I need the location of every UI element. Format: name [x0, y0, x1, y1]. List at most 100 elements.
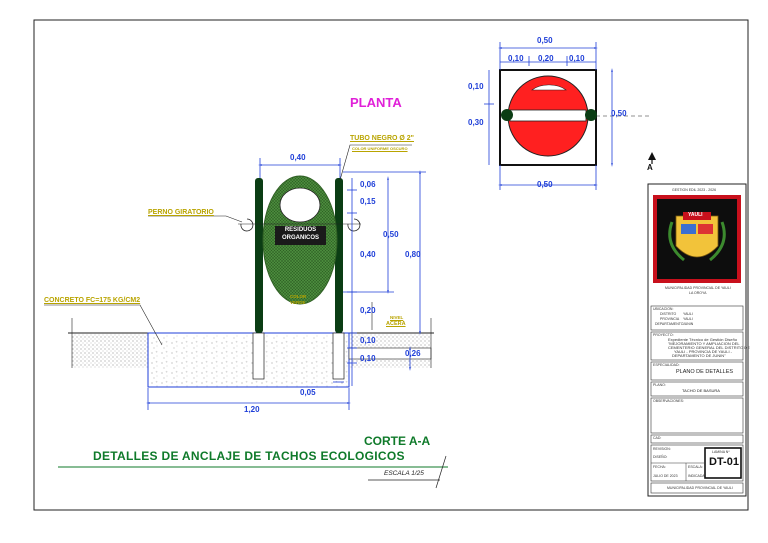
- title-block: [647, 183, 747, 497]
- plan-dim-top-seg-2: 0,20: [538, 54, 554, 63]
- especialidad-box: [650, 361, 744, 381]
- tb-cad-header: CAD:: [653, 436, 662, 440]
- leader-perno: [148, 215, 243, 223]
- tb-project-line-3: CEMENTERIO GENERAL DEL DISTRITO DE: [668, 345, 750, 350]
- left-pivot-arrow: [240, 218, 254, 232]
- left-post: [255, 178, 263, 333]
- leader-tubo: [339, 144, 412, 181]
- plano-box: [650, 381, 744, 397]
- tb-diseno-label: DISEÑO:: [653, 455, 668, 459]
- crest-wreath-left: [668, 221, 685, 262]
- tb-top-line: GESTION EDIL 2023 - 2026: [672, 188, 717, 192]
- concrete-footing: [147, 332, 350, 388]
- right-post: [335, 178, 343, 333]
- crest-shield: [675, 215, 719, 258]
- dim-bottom-total: 1,20: [244, 405, 260, 414]
- plan-view: [484, 42, 656, 190]
- tb-plano-title: PLANO DE DETALLES: [676, 369, 734, 375]
- plan-lid-arc: [531, 84, 567, 91]
- right-post-sleeve: [332, 332, 345, 380]
- tb-plano-name: TACHO DE BASURA: [682, 388, 720, 393]
- dim-stack-3: 0,40: [360, 250, 376, 259]
- plan-dim-bottom-total: 0,50: [537, 180, 553, 189]
- tb-project-line-5: DEPARTAMENTO DE JUNIN": [672, 353, 726, 358]
- tb-location-v-1: YAULI: [683, 312, 693, 316]
- color-label-1: COLOR: [290, 294, 307, 299]
- tb-fecha-label: FECHA:: [653, 465, 666, 469]
- dim-big-b: 0,80: [405, 250, 421, 259]
- location-box: [650, 305, 744, 331]
- leader-concreto: [44, 304, 163, 346]
- scale-slash: [435, 455, 447, 489]
- residuos-label-1: RESIDUOS: [284, 227, 317, 233]
- residuos-label-2: ORGANICOS: [281, 235, 319, 241]
- bin-opening: [279, 187, 321, 223]
- tb-location-k-2: PROVINCIA: [660, 317, 680, 321]
- dim-big-a: 0,50: [383, 230, 399, 239]
- nivel-label-2: ACERA: [386, 321, 406, 327]
- tb-project-line-1: Expediente Técnico de Gestión Diseño: [668, 337, 738, 342]
- cad-box: [650, 434, 744, 444]
- tb-under-logo-2: LA OROYA: [689, 291, 707, 295]
- planta-title: PLANTA: [350, 95, 402, 110]
- plan-dim-top-total: 0,50: [537, 36, 553, 45]
- tb-project-line-4: YAULI - PROVINCIA DE YAULI -: [674, 349, 733, 354]
- plan-right-post: [585, 109, 597, 121]
- tb-location-v-2: YAULI: [683, 317, 693, 321]
- tb-fecha-value: JULIO DE 2023: [653, 474, 678, 478]
- plan-center-bar: [509, 109, 587, 122]
- plan-dim-left-seg-2: 0,30: [468, 118, 484, 127]
- plan-dim-right-total: 0,50: [611, 109, 627, 118]
- tb-location-k-3: DEPARTAMENTO: [655, 322, 684, 326]
- section-arrow: [648, 152, 656, 160]
- sheet-border: [33, 19, 749, 511]
- plan-dim-top-seg-1: 0,10: [508, 54, 524, 63]
- dim-bottom-small: 0,05: [300, 388, 316, 397]
- tb-escala-value: INDICADA: [688, 474, 705, 478]
- project-box: [650, 331, 744, 361]
- perno-label: PERNO GIRATORIO: [148, 209, 214, 216]
- plan-left-post: [501, 109, 513, 121]
- corte-title: CORTE A-A: [364, 434, 431, 448]
- tubo-negro-sublabel: COLOR UNIFORME OSCURO: [352, 146, 408, 151]
- sheet-code-box: [704, 447, 742, 479]
- right-pivot-arrow: [347, 218, 361, 232]
- main-title: DETALLES DE ANCLAJE DE TACHOS ECOLOGICOS: [93, 449, 405, 463]
- tb-project-line-2: "MEJORAMIENTO Y AMPLIACION DEL: [668, 341, 740, 346]
- crest-field-1: [681, 224, 696, 234]
- tb-location-v-3: JUNIN: [683, 322, 694, 326]
- crest-wreath-right: [709, 221, 726, 262]
- tubo-negro-label: TUBO NEGRO Ø 2": [350, 135, 414, 142]
- tb-lamina-label: LAMINA Nº: [712, 450, 730, 454]
- dim-stack-6: 0,10: [360, 354, 376, 363]
- dim-stack-2: 0,15: [360, 197, 376, 206]
- tb-escala-label: ESCALA:: [688, 465, 703, 469]
- plan-dim-left-seg-1: 0,10: [468, 82, 484, 91]
- tb-especialidad-header: ESPECIALIDAD:: [653, 363, 680, 367]
- tb-location-header: UBICACION:: [653, 307, 674, 311]
- soil-left: [72, 334, 148, 368]
- tb-location-k-1: DISTRITO: [660, 312, 677, 316]
- concreto-label: CONCRETO FC=175 KG/CM2: [44, 297, 141, 304]
- bin-label-plate: [275, 226, 326, 245]
- tb-under-logo-1: MUNICIPALIDAD PROVINCIAL DE YAULI: [665, 286, 731, 290]
- tb-emblem-text: YAULI: [688, 212, 703, 218]
- observaciones-box: [650, 397, 744, 434]
- dim-stack-1: 0,06: [360, 180, 376, 189]
- tb-revision-label: REVISION:: [653, 447, 671, 451]
- dim-stack-5: 0,10: [360, 336, 376, 345]
- tb-obs-header: OBSERVACIONES:: [653, 399, 684, 403]
- color-label-2: VERDE: [290, 300, 306, 305]
- crest-field-2: [698, 224, 713, 234]
- dim-top-width: 0,40: [290, 153, 306, 162]
- section-view: [44, 144, 448, 489]
- scale-label: ESCALA 1/25: [384, 470, 424, 477]
- tb-sheet-code: DT-01: [709, 456, 739, 468]
- crest-banner: [683, 212, 711, 220]
- nivel-label-1: NIVEL: [390, 315, 404, 320]
- footer-box: [650, 482, 744, 494]
- tb-footer: MUNICIPALIDAD PROVINCIAL DE YAULI: [667, 486, 733, 490]
- dim-side: 0,26: [405, 349, 421, 358]
- dim-stack-4: 0,20: [360, 306, 376, 315]
